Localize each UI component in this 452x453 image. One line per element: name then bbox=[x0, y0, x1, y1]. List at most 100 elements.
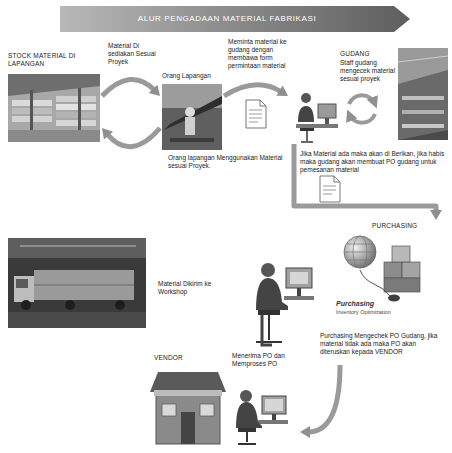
flow-arrow bbox=[107, 128, 160, 147]
staff-at-computer bbox=[318, 104, 336, 118]
staff-at-computer bbox=[296, 124, 338, 128]
vendor-staff bbox=[236, 390, 288, 444]
purchasing-staff bbox=[297, 288, 301, 296]
boxes-icon bbox=[384, 262, 402, 278]
truck-photo bbox=[65, 300, 75, 310]
warehouse-panel: GUDANGStaff gudang mengecek material ses… bbox=[288, 48, 448, 144]
flow-arrow bbox=[224, 85, 281, 96]
shop-icon bbox=[156, 392, 220, 444]
staff-at-computer bbox=[301, 93, 311, 103]
truck-photo bbox=[20, 246, 136, 247]
purchasing-staff bbox=[261, 263, 275, 277]
document-icon bbox=[323, 194, 332, 195]
text-slot: Inventory Optimization bbox=[336, 309, 416, 316]
globe-icon bbox=[344, 236, 376, 268]
flow-connector bbox=[102, 79, 160, 96]
worker-photo bbox=[162, 84, 222, 150]
document-icon bbox=[320, 176, 340, 202]
truck-photo bbox=[16, 279, 28, 288]
staff-at-computer bbox=[306, 131, 308, 141]
truck-photo bbox=[34, 270, 134, 300]
purchasing-staff bbox=[256, 341, 282, 343]
arrow-head bbox=[430, 210, 442, 220]
staff-at-computer bbox=[300, 128, 314, 131]
node-text: Purchasing Mengechek PO Gudang, jika mat… bbox=[320, 332, 446, 356]
stock-photo bbox=[56, 104, 96, 110]
shop-icon bbox=[200, 404, 214, 416]
cycle-arrows bbox=[349, 95, 375, 123]
document-icon bbox=[246, 100, 266, 128]
text-slot: GUDANG bbox=[340, 50, 396, 58]
document-icon bbox=[249, 118, 262, 119]
vendor-staff bbox=[246, 432, 248, 442]
document-icon bbox=[320, 176, 340, 202]
vendor-staff bbox=[272, 414, 276, 420]
shop-icon bbox=[150, 372, 226, 392]
text-slot: PURCHASING bbox=[372, 222, 442, 230]
truck-photo bbox=[115, 300, 125, 310]
purchasing-staff bbox=[286, 268, 312, 288]
staff-at-computer bbox=[298, 106, 314, 122]
warehouse-photo bbox=[402, 96, 444, 100]
stock-photo bbox=[8, 74, 100, 142]
stock-photo bbox=[56, 112, 96, 118]
boxes-icon bbox=[392, 246, 410, 262]
globe-icon bbox=[344, 236, 376, 268]
logo-subtext: Inventory Optimization bbox=[336, 309, 416, 316]
node-heading: GUDANG bbox=[340, 50, 396, 58]
boxes-icon bbox=[384, 278, 420, 292]
worker-photo bbox=[170, 138, 214, 142]
shop-icon bbox=[181, 412, 195, 444]
text-slot: Jika Material ada maka akan di Berikan, … bbox=[300, 150, 446, 174]
staff-at-computer bbox=[301, 141, 313, 143]
warehouse-photo bbox=[398, 48, 448, 84]
document-icon bbox=[249, 110, 262, 111]
mouse-icon bbox=[360, 270, 400, 302]
vendor-staff bbox=[258, 420, 288, 424]
purchasing-staff bbox=[256, 263, 314, 345]
shop-icon bbox=[162, 404, 176, 416]
purchasing-staff bbox=[268, 315, 270, 340]
shop-icon bbox=[150, 372, 226, 444]
mouse-icon bbox=[360, 270, 390, 296]
staff-at-computer bbox=[325, 118, 329, 124]
shop-icon bbox=[154, 390, 222, 396]
stock-photo bbox=[56, 96, 96, 102]
node-text: Staff gudang mengecek material sesuai pr… bbox=[340, 59, 396, 83]
globe-icon bbox=[344, 252, 376, 253]
stock-photo bbox=[56, 120, 96, 126]
text-slot: STOCK MATERIAL DI LAPANGAN bbox=[8, 52, 80, 68]
purchasing-staff bbox=[262, 315, 272, 345]
mouse-icon bbox=[388, 295, 400, 302]
worker-photo bbox=[185, 107, 195, 117]
document-icon bbox=[249, 114, 262, 115]
purchasing-staff bbox=[290, 272, 308, 284]
globe-icon bbox=[347, 244, 373, 245]
document-icon bbox=[249, 122, 258, 123]
warehouse-photo bbox=[398, 130, 448, 140]
document-icon bbox=[323, 186, 336, 187]
truck-photo bbox=[8, 238, 146, 328]
text-slot: Material Di sediakan Sesuai Proyek bbox=[108, 42, 158, 66]
text-slot: ALUR PENGADAAN MATERIAL FABRIKASI bbox=[62, 6, 392, 32]
text-slot: Meminta material ke gudang dengan membaw… bbox=[228, 38, 288, 70]
warehouse-photo bbox=[398, 48, 448, 140]
document-icon bbox=[323, 190, 336, 191]
warehouse-photo bbox=[402, 110, 444, 114]
photo-panel: Orang Lapangan bbox=[160, 72, 224, 152]
truck-photo bbox=[8, 238, 146, 258]
truck-photo bbox=[34, 285, 134, 286]
node-heading: Material Dikirim ke Workshop bbox=[158, 280, 214, 296]
vendor-panel: VENDORMenerima PO dan Memproses PO bbox=[148, 352, 300, 448]
staff-at-computer bbox=[296, 93, 338, 142]
warehouse-photo bbox=[402, 124, 444, 128]
title-banner bbox=[60, 6, 410, 32]
stock-photo bbox=[8, 130, 100, 142]
document-icon bbox=[246, 100, 266, 128]
purchasing-staff bbox=[284, 296, 314, 300]
document-icon bbox=[334, 176, 340, 182]
node-text: Menerima PO dan Memproses PO bbox=[232, 352, 298, 368]
stock-photo bbox=[8, 74, 100, 142]
vendor-staff bbox=[238, 443, 256, 445]
cycle-arrows bbox=[349, 95, 375, 104]
